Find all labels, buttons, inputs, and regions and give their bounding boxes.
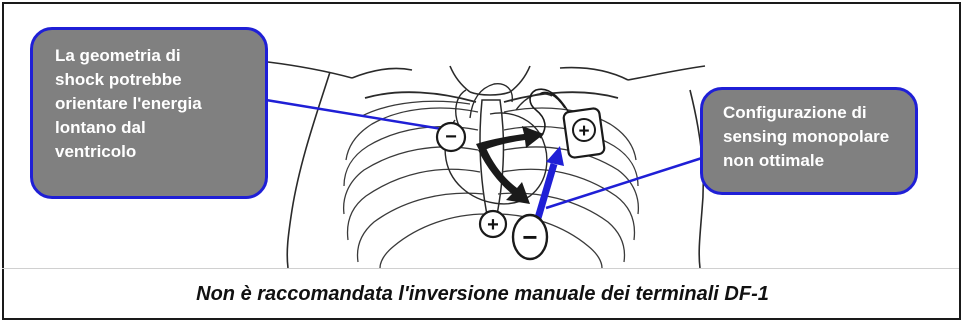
ribs-left [344, 101, 486, 268]
torso-outline [268, 62, 705, 268]
caption-divider [2, 268, 959, 269]
electrode-symbol-minus-large: − [522, 222, 537, 252]
electrode-symbol-plus-device: + [578, 121, 589, 142]
figure-caption: Non è raccomandata l'inversione manuale … [0, 283, 965, 306]
callout-shock-geometry-text: La geometria di shock potrebbe orientare… [55, 44, 265, 164]
callout-sensing-configuration-text: Configurazione di sensing monopolare non… [723, 101, 915, 173]
electrode-symbol-plus: + [487, 214, 499, 236]
leader-line-shock [266, 100, 448, 130]
callout-shock-geometry: La geometria di shock potrebbe orientare… [30, 27, 268, 199]
electrode-symbol-minus: − [445, 126, 457, 148]
leader-line-sensing [546, 158, 702, 208]
callout-sensing-configuration: Configurazione di sensing monopolare non… [700, 87, 918, 195]
